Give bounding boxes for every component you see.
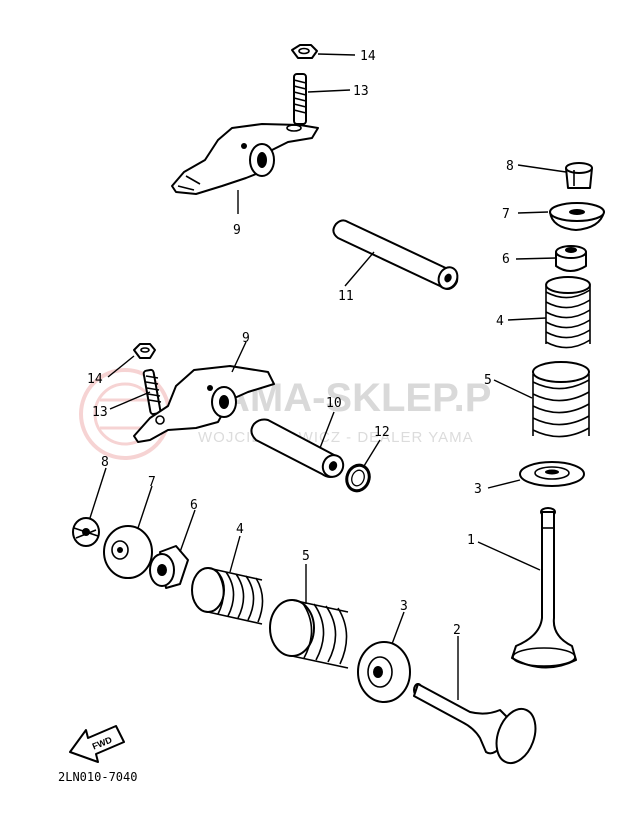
rocker-shaft-10: [250, 418, 345, 478]
callout-7-right: 7: [502, 207, 510, 222]
callout-8-right: 8: [506, 159, 514, 174]
callout-11: 11: [338, 289, 354, 304]
callout-5-left: 5: [302, 549, 310, 564]
seat-3-left: [357, 641, 411, 703]
fwd-arrow-icon: FWD: [69, 725, 125, 763]
retainer-7-right: [549, 202, 605, 231]
spring-4-left: [191, 567, 264, 625]
callout-12: 12: [374, 425, 390, 440]
callout-10: 10: [326, 396, 342, 411]
callout-8-left: 8: [101, 455, 109, 470]
rocker-arm-9-lower: [133, 365, 275, 443]
callout-5-right: 5: [484, 373, 492, 388]
callout-1: 1: [467, 533, 475, 548]
valve-1: [511, 507, 577, 669]
callout-9-upper: 9: [233, 223, 241, 238]
callout-9-lower: 9: [242, 331, 250, 346]
adjuster-screw-13-upper: [293, 73, 307, 125]
callout-13-upper: 13: [353, 84, 369, 99]
rocker-arm-9-upper: [171, 123, 319, 195]
valve-2: [413, 683, 537, 765]
spring-5-right: [532, 361, 590, 438]
spring-5-left: [269, 599, 349, 669]
seal-6-left: [149, 545, 189, 589]
nut-14-lower: [133, 343, 156, 359]
callout-4-left: 4: [236, 522, 244, 537]
rocker-shaft-11: [332, 219, 459, 290]
cotter-8-left: [72, 517, 100, 547]
callout-6-left: 6: [190, 498, 198, 513]
cotter-8-right: [565, 162, 593, 189]
seal-6-right: [555, 245, 587, 272]
callout-4-right: 4: [496, 314, 504, 329]
callout-6-right: 6: [502, 252, 510, 267]
callout-7-left: 7: [148, 475, 156, 490]
o-ring-12: [345, 463, 371, 493]
spring-4-right: [545, 276, 591, 349]
seat-3-right: [519, 461, 585, 487]
callout-13-lower: 13: [92, 405, 108, 420]
callout-14-upper: 14: [360, 49, 376, 64]
callout-3-right: 3: [474, 482, 482, 497]
diagram-code: 2LN010-7040: [58, 770, 137, 784]
nut-14-upper: [291, 44, 318, 59]
callout-14-lower: 14: [87, 372, 103, 387]
adjuster-screw-13-lower: [142, 368, 162, 416]
retainer-7-left: [103, 525, 153, 579]
watermark-subtitle: WOJCIECHOWICZ - DEALER YAMA: [198, 429, 474, 446]
callout-labels: 14 13 9 11 8 7 6 4 5 3 1 2 3 5 4 6 7 8 9…: [87, 49, 514, 638]
callout-2: 2: [453, 623, 461, 638]
leader-lines: [89, 53, 567, 700]
callout-3-left: 3: [400, 599, 408, 614]
